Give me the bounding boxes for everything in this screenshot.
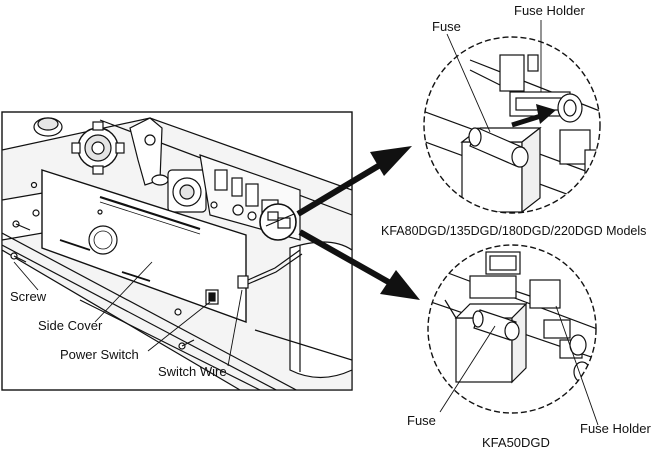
models-label-top: KFA80DGD/135DGD/180DGD/220DGD Models [381, 224, 647, 238]
switch-wire-label: Switch Wire [158, 364, 227, 379]
fuse-top [468, 127, 529, 168]
main-machine-view [1, 111, 353, 391]
screw-label: Screw [10, 289, 47, 304]
side-cover-label: Side Cover [38, 318, 103, 333]
gear-knob [71, 121, 125, 175]
fuse-bottom [472, 309, 520, 341]
power-switch-label: Power Switch [60, 347, 139, 362]
model-label-bottom: KFA50DGD [482, 435, 550, 450]
fuse-holder-label-bottom: Fuse Holder [580, 421, 651, 436]
fuse-label-bottom: Fuse [407, 413, 436, 428]
screws [10, 181, 195, 350]
bottom-detail-circle [427, 244, 599, 426]
side-cover-panel [41, 169, 247, 323]
fuse-label-top: Fuse [432, 19, 461, 34]
top-detail-circle [423, 20, 601, 214]
pointer-arrows [296, 146, 420, 300]
fuse-holder-label-top: Fuse Holder [514, 3, 585, 18]
